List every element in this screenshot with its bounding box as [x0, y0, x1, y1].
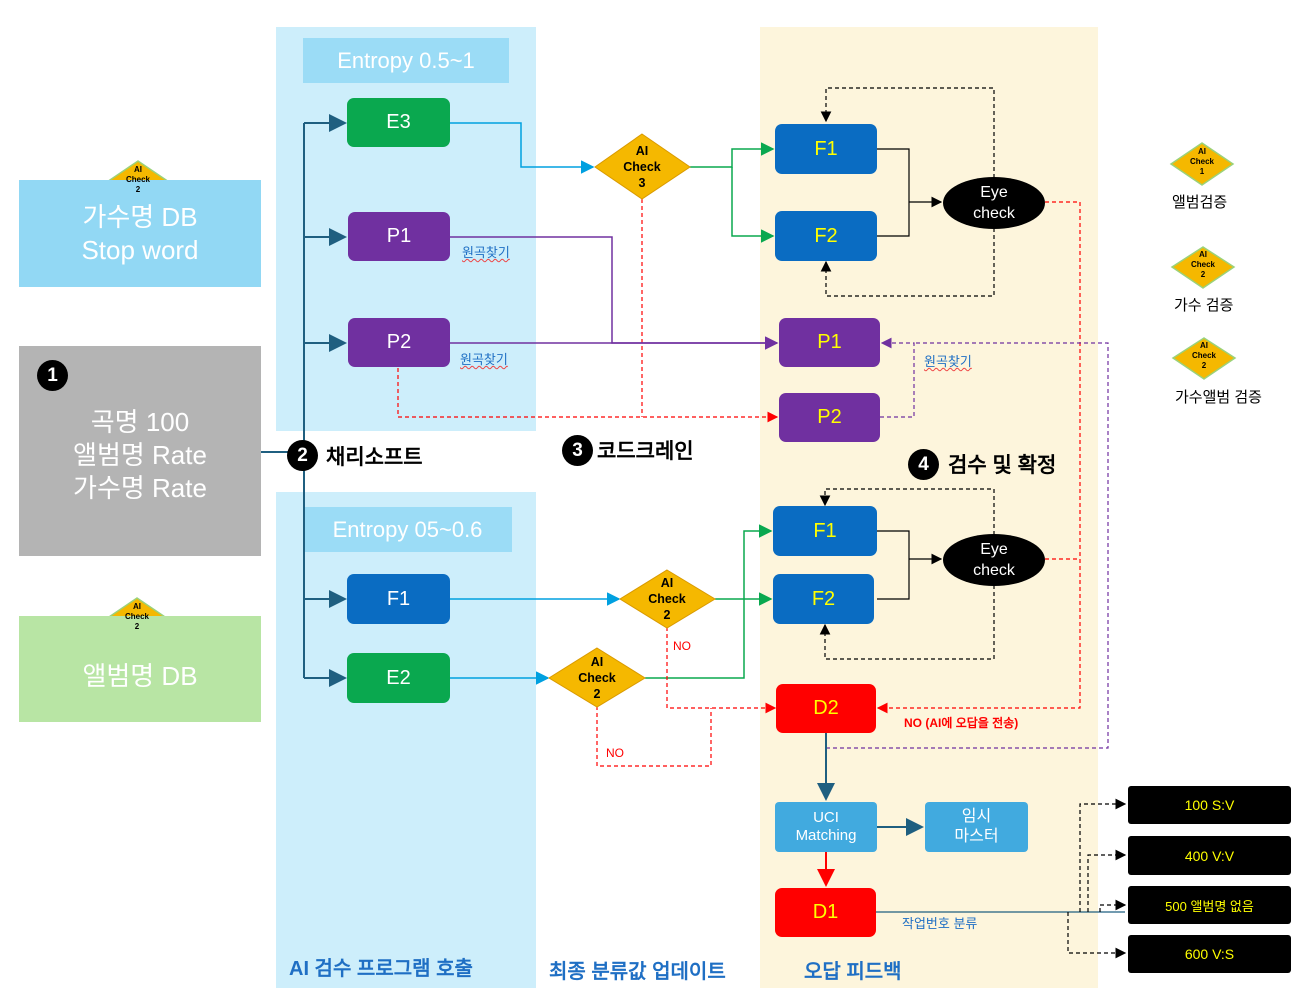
output-400: 400 V:V	[1128, 836, 1291, 875]
entropy-high-label: Entropy 0.5~1	[303, 38, 509, 83]
node-p2-result: P2	[779, 393, 880, 442]
node-d1: D1	[775, 888, 876, 937]
node-e3: E3	[347, 98, 450, 147]
node-f1-top: F1	[775, 124, 877, 174]
node-e2: E2	[347, 653, 450, 703]
node-p2: P2	[348, 318, 450, 367]
node-p1-result: P1	[779, 318, 880, 367]
stage-3-label: 코드크레인	[597, 440, 694, 463]
original-song-label-1: 원곡찾기	[462, 245, 510, 260]
stop-word-line: Stop word	[81, 234, 199, 265]
legend-label-3: 가수앨범 검증	[1175, 389, 1262, 406]
bottom-label-feedback: 오답 피드백	[804, 961, 902, 983]
output-600: 600 V:S	[1128, 935, 1291, 973]
album-db-box: 앨범명 DB	[19, 616, 261, 722]
bottom-label-update: 최종 분류값 업데이트	[549, 961, 726, 983]
node-f2-bottom: F2	[773, 574, 874, 624]
step-2-badge: 2	[287, 440, 318, 471]
job-class-label: 작업번호 분류	[902, 916, 978, 931]
output-500: 500 앨범명 없음	[1128, 886, 1291, 924]
input-line-singer: 가수명 Rate	[73, 472, 207, 503]
singer-db-box: 가수명 DB Stop word	[19, 180, 261, 287]
node-f1-source: F1	[347, 574, 450, 624]
step-4-badge: 4	[908, 449, 939, 480]
original-song-label-2: 원곡찾기	[460, 352, 508, 367]
input-line-song: 곡명 100	[90, 406, 190, 437]
no-feedback-label: NO (AI에 오답을 전송)	[904, 716, 1019, 730]
stage-4-label: 검수 및 확정	[948, 454, 1057, 477]
step-1-badge: 1	[37, 360, 68, 391]
step-3-badge: 3	[562, 435, 593, 466]
original-song-label-3: 원곡찾기	[924, 354, 972, 369]
singer-db-line: 가수명 DB	[82, 201, 198, 232]
node-f2-top: F2	[775, 211, 877, 261]
ai-check-2b-diamond	[548, 647, 646, 708]
node-d2: D2	[776, 684, 876, 733]
album-db-line: 앨범명 DB	[82, 660, 198, 691]
output-100: 100 S:V	[1128, 786, 1291, 824]
legend-label-2: 가수 검증	[1174, 297, 1234, 314]
no-label-1: NO	[673, 639, 691, 653]
stage-2-label: 채리소프트	[326, 446, 423, 469]
no-label-2: NO	[606, 746, 624, 760]
node-p1: P1	[348, 212, 450, 261]
legend-label-1: 앨범검증	[1172, 194, 1228, 211]
input-line-album: 앨범명 Rate	[73, 439, 207, 470]
bottom-label-ai: AI 검수 프로그램 호출	[289, 958, 473, 980]
ai-check-3-diamond	[594, 133, 691, 200]
node-f1-bottom: F1	[773, 506, 877, 556]
entropy-low-label: Entropy 05~0.6	[303, 507, 512, 552]
ai-check-2a-diamond	[619, 569, 716, 629]
